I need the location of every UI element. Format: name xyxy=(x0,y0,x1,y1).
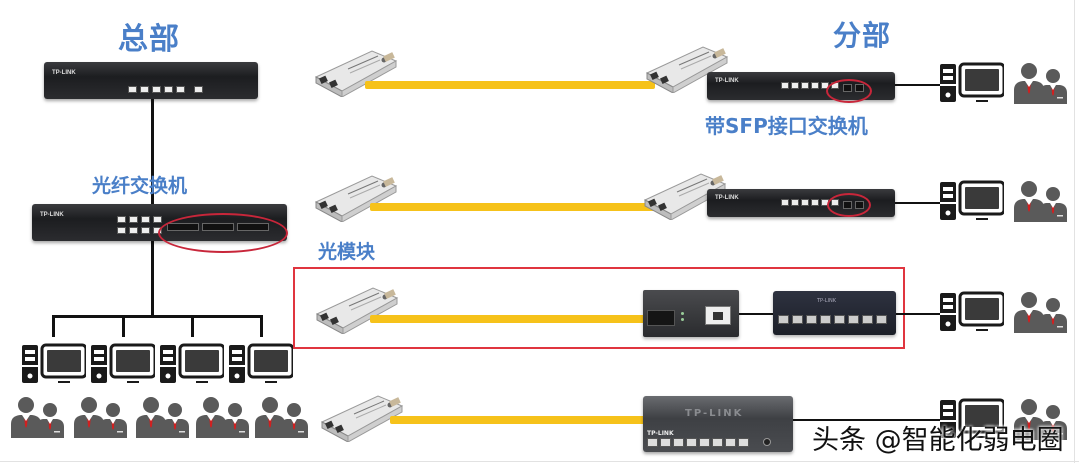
media-converter xyxy=(643,290,739,337)
drop-wire-4 xyxy=(260,315,263,337)
lan-cable xyxy=(793,419,940,421)
sfp-module-icon xyxy=(315,50,397,97)
fiber-cable xyxy=(370,203,655,211)
branch-heading: 分部 xyxy=(833,19,892,52)
switch-logo: TP-LINK xyxy=(817,298,837,304)
watermark: 头条 @智能化弱电圈 xyxy=(812,425,1064,456)
lan-cable xyxy=(895,84,940,86)
media-converter-highlight-box xyxy=(293,267,905,349)
sfp-ports-highlight xyxy=(827,193,871,217)
users-icon xyxy=(196,397,249,438)
computer-icon xyxy=(229,343,293,385)
drop-wire-2 xyxy=(122,315,125,337)
frame-right-border xyxy=(1074,0,1075,463)
users-icon xyxy=(1014,181,1067,222)
sfp-ports-highlight xyxy=(158,213,288,253)
sfp-module-icon xyxy=(316,287,398,334)
users-icon xyxy=(1014,63,1067,104)
computer-icon xyxy=(160,343,224,385)
fiber-cable xyxy=(390,416,647,424)
switch-top-logo: TP-LINK xyxy=(685,408,744,419)
sfp-module-label: 光模块 xyxy=(318,241,376,263)
lan-cable xyxy=(739,313,774,315)
users-icon xyxy=(1014,292,1067,333)
computer-icon xyxy=(91,343,155,385)
switch-front-brand: TP-LINK xyxy=(647,430,674,437)
users-icon xyxy=(136,397,189,438)
lan-cable xyxy=(895,202,940,204)
sfp-switch-label: 带SFP接口交换机 xyxy=(705,114,868,138)
users-icon xyxy=(74,397,127,438)
sfp-ports-highlight xyxy=(826,79,872,103)
unmanaged-switch: TP-LINK xyxy=(773,291,896,335)
computer-icon xyxy=(22,343,86,385)
drop-wire-3 xyxy=(191,315,194,337)
fiber-cable xyxy=(365,81,655,89)
fiber-switch-brand: TP-LINK xyxy=(40,212,64,218)
lan-cable xyxy=(896,313,940,315)
computer-icon xyxy=(940,62,1004,104)
users-icon xyxy=(11,397,64,438)
router-brand: TP-LINK xyxy=(52,70,76,76)
sfp-module-icon xyxy=(315,175,397,222)
drop-wire-1 xyxy=(52,315,55,337)
computer-icon xyxy=(940,291,1004,333)
users-icon xyxy=(255,397,308,438)
fiber-switch-label: 光纤交换机 xyxy=(92,175,188,197)
hq-router: TP-LINK xyxy=(44,62,258,99)
switch-brand: TP-LINK xyxy=(715,195,739,201)
desktop-switch: TP-LINK TP-LINK xyxy=(643,396,793,452)
switch-brand: TP-LINK xyxy=(715,78,739,84)
fiber-cable xyxy=(370,315,648,323)
frame-bottom-border xyxy=(0,461,1079,462)
hq-distribution-bar xyxy=(52,315,263,318)
hq-heading: 总部 xyxy=(118,22,180,57)
computer-icon xyxy=(940,180,1004,222)
